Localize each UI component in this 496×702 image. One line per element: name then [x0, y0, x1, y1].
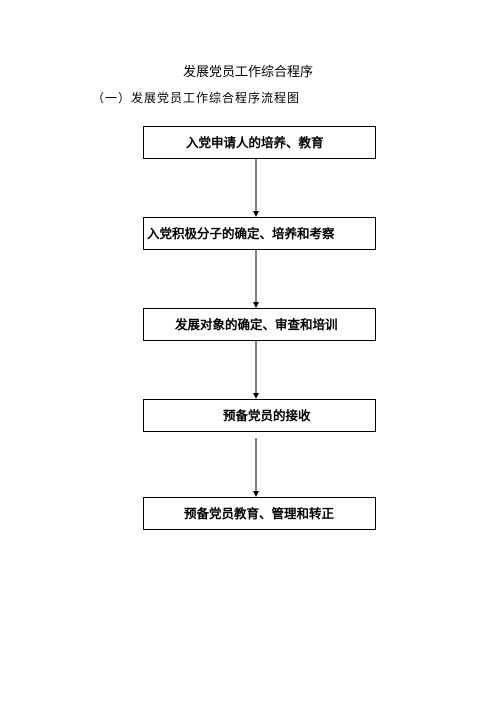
flow-step-label: 预备党员教育、管理和转正 [184, 506, 335, 521]
flow-step-label: 入党申请人的培养、教育 [186, 135, 324, 150]
flow-step-candidate-review: 发展对象的确定、审查和培训 [143, 308, 376, 341]
flow-step-probationary-admission: 预备党员的接收 [143, 399, 376, 432]
flowchart-subtitle: （一）发展党员工作综合程序流程图 [92, 91, 301, 105]
flow-step-label: 入党积极分子的确定、培养和考察 [147, 226, 335, 241]
flow-step-label: 预备党员的接收 [223, 408, 311, 423]
flow-step-activist-selection: 入党积极分子的确定、培养和考察 [143, 217, 376, 250]
flow-step-label: 发展对象的确定、审查和培训 [175, 317, 338, 332]
flow-step-probationary-confirmation: 预备党员教育、管理和转正 [143, 497, 376, 530]
page-title: 发展党员工作综合程序 [182, 65, 313, 80]
flow-step-applicant-training: 入党申请人的培养、教育 [143, 126, 376, 159]
